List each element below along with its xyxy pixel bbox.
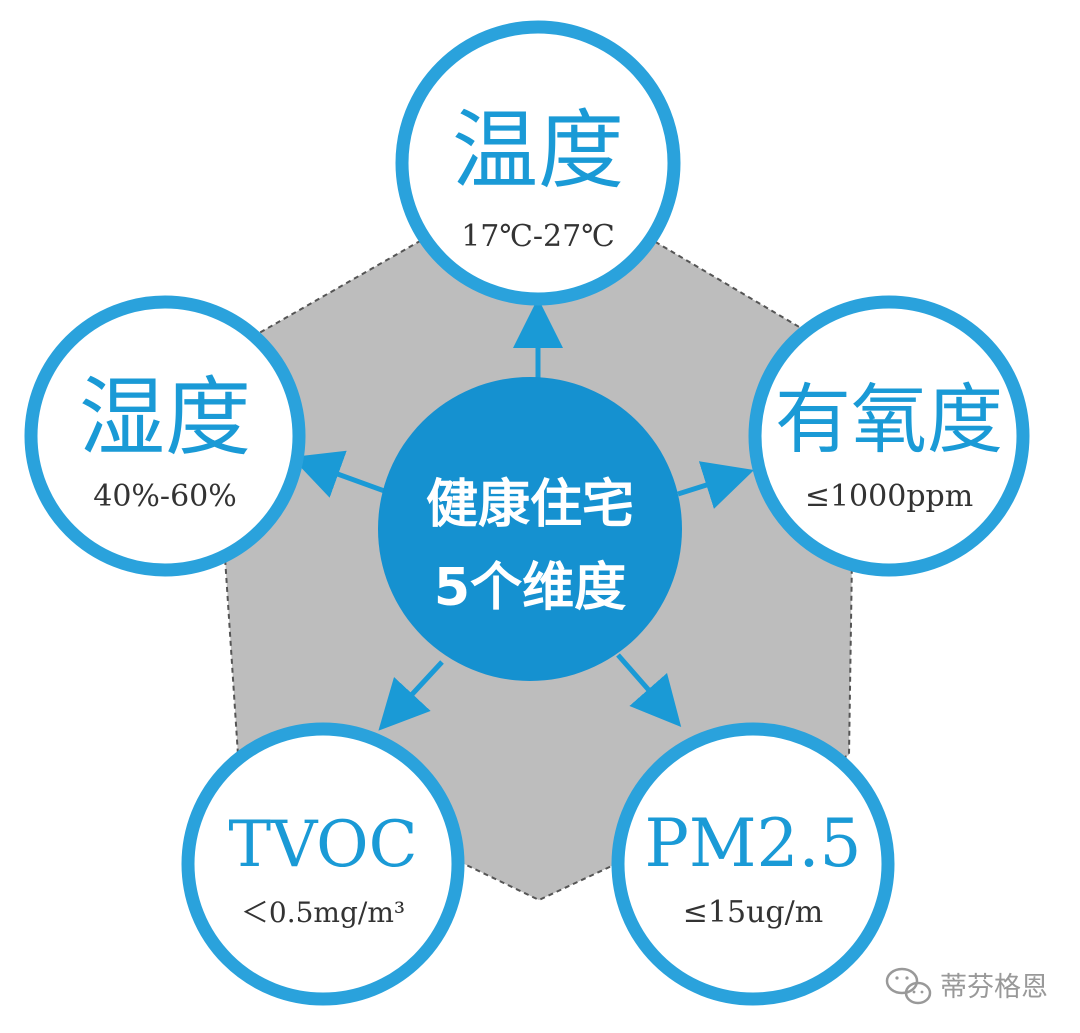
humidity-value: 40%-60%: [93, 479, 237, 514]
arrow-to-pm25: [616, 653, 682, 728]
humidity-title: 湿度: [79, 368, 251, 468]
arrow-to-humidity: [291, 450, 391, 498]
node-temperature: 温度 17℃-27℃: [395, 20, 681, 306]
temperature-value: 17℃-27℃: [461, 219, 615, 254]
tvoc-value: ＜0.5mg/m³: [241, 896, 405, 929]
center-line2: 5个维度: [434, 558, 626, 618]
center-line1: 健康住宅: [426, 475, 634, 535]
node-pm25: PM2.5 ≤15ug/m: [611, 722, 895, 1006]
watermark-text: 蒂芬格恩: [940, 972, 1048, 1003]
tvoc-title: TVOC: [228, 808, 417, 882]
node-humidity: 湿度 40%-60%: [24, 295, 306, 577]
arrow-to-oxygen: [677, 461, 755, 509]
pm25-title: PM2.5: [645, 805, 862, 882]
oxygen-title: 有氧度: [775, 375, 1003, 464]
node-tvoc: TVOC ＜0.5mg/m³: [181, 722, 465, 1006]
arrows: [291, 298, 755, 731]
oxygen-value: ≤1000ppm: [805, 479, 973, 514]
pm25-value: ≤15ug/m: [683, 895, 823, 930]
arrow-to-tvoc: [378, 660, 444, 731]
node-oxygen: 有氧度 ≤1000ppm: [748, 295, 1030, 577]
temperature-title: 温度: [452, 101, 624, 201]
wechat-icon: [885, 967, 932, 1005]
center-node: 健康住宅 5个维度: [378, 377, 682, 681]
watermark: 蒂芬格恩: [885, 967, 1048, 1005]
